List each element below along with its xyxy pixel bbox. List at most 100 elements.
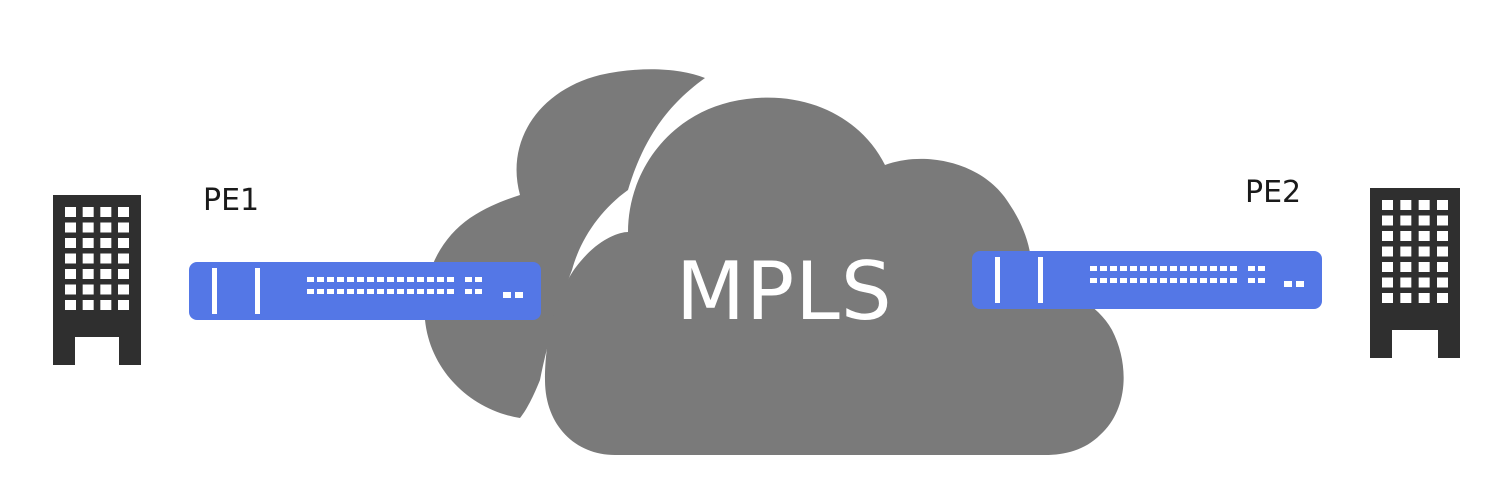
building-window bbox=[1400, 277, 1412, 288]
building-window bbox=[1382, 231, 1393, 241]
router-port bbox=[427, 277, 434, 282]
router-port bbox=[427, 289, 434, 294]
router-port bbox=[1110, 278, 1117, 283]
building-window bbox=[100, 300, 112, 310]
building-window bbox=[100, 269, 112, 279]
building-window bbox=[1382, 200, 1393, 210]
building-window bbox=[1400, 215, 1412, 226]
building-window bbox=[1382, 277, 1393, 288]
router-port bbox=[377, 289, 384, 294]
router-port bbox=[1180, 266, 1187, 271]
router-port bbox=[1160, 266, 1167, 271]
cloud-back-lobe bbox=[424, 69, 705, 418]
router-port bbox=[465, 277, 472, 282]
router-port bbox=[357, 277, 364, 282]
building-window bbox=[82, 300, 94, 310]
building-window bbox=[82, 269, 94, 279]
building-window bbox=[1382, 246, 1393, 257]
router-port bbox=[1130, 278, 1137, 283]
router-port bbox=[407, 277, 414, 282]
router-port bbox=[357, 289, 364, 294]
building-window bbox=[82, 222, 94, 233]
router-port bbox=[367, 289, 374, 294]
router-port bbox=[515, 292, 523, 298]
building-window bbox=[1382, 262, 1393, 272]
router-port bbox=[1120, 266, 1127, 271]
building-window bbox=[1437, 246, 1448, 257]
router-port bbox=[307, 277, 314, 282]
building-window bbox=[118, 207, 129, 217]
router-port bbox=[1140, 278, 1147, 283]
router-led-bar bbox=[1038, 257, 1043, 303]
building-window bbox=[1437, 293, 1448, 303]
cloud-icon bbox=[424, 69, 1124, 455]
router-port bbox=[1170, 278, 1177, 283]
building-window bbox=[1437, 231, 1448, 241]
building-window bbox=[65, 238, 76, 248]
router-led-bar bbox=[255, 268, 260, 314]
router-port bbox=[1130, 266, 1137, 271]
router-port bbox=[1200, 278, 1207, 283]
router-port bbox=[1284, 281, 1292, 287]
router-port bbox=[1230, 266, 1237, 271]
router-port bbox=[327, 277, 334, 282]
router-port bbox=[1190, 266, 1197, 271]
building-body bbox=[53, 195, 141, 337]
router-port bbox=[1150, 266, 1157, 271]
building-window bbox=[100, 238, 112, 248]
building-window bbox=[118, 222, 129, 233]
building-window bbox=[1418, 277, 1430, 288]
router-port bbox=[503, 292, 511, 298]
building-window bbox=[1437, 215, 1448, 226]
building-window bbox=[65, 284, 76, 295]
router-port bbox=[1296, 281, 1304, 287]
building-window bbox=[1437, 277, 1448, 288]
router-port bbox=[1140, 266, 1147, 271]
router-port bbox=[1100, 266, 1107, 271]
router-port bbox=[377, 277, 384, 282]
router-port bbox=[1200, 266, 1207, 271]
router-port bbox=[1190, 278, 1197, 283]
building-window bbox=[82, 207, 94, 217]
router-port bbox=[1160, 278, 1167, 283]
router-port bbox=[417, 289, 424, 294]
router-port bbox=[1100, 278, 1107, 283]
router-port bbox=[1120, 278, 1127, 283]
building-window bbox=[1418, 293, 1430, 303]
router-led-bar bbox=[995, 257, 1000, 303]
router-port bbox=[1258, 278, 1265, 283]
building-window bbox=[65, 207, 76, 217]
building-window bbox=[100, 284, 112, 295]
router-port bbox=[367, 277, 374, 282]
router-led-bar bbox=[212, 268, 217, 314]
router-port bbox=[447, 289, 454, 294]
router-port bbox=[1110, 266, 1117, 271]
router-port bbox=[397, 289, 404, 294]
router-port bbox=[437, 289, 444, 294]
building-leg bbox=[1370, 328, 1392, 358]
router-port bbox=[337, 277, 344, 282]
router-port bbox=[1230, 278, 1237, 283]
router-port bbox=[317, 277, 324, 282]
router-port bbox=[1258, 266, 1265, 271]
router-port bbox=[437, 277, 444, 282]
router-icon bbox=[189, 262, 541, 320]
building-window bbox=[1400, 262, 1412, 272]
building-window bbox=[1382, 215, 1393, 226]
building-window bbox=[82, 238, 94, 248]
building-window bbox=[1418, 262, 1430, 272]
router-port bbox=[387, 277, 394, 282]
router-port bbox=[327, 289, 334, 294]
building-window bbox=[118, 238, 129, 248]
router-port bbox=[1090, 278, 1097, 283]
router-port bbox=[1248, 278, 1255, 283]
building-window bbox=[118, 269, 129, 279]
building-window bbox=[1418, 231, 1430, 241]
building-window bbox=[1400, 293, 1412, 303]
cloud-label: MPLS bbox=[676, 245, 893, 338]
router-port bbox=[387, 289, 394, 294]
router-icon bbox=[972, 251, 1322, 309]
building-window bbox=[100, 222, 112, 233]
router-port bbox=[1248, 266, 1255, 271]
